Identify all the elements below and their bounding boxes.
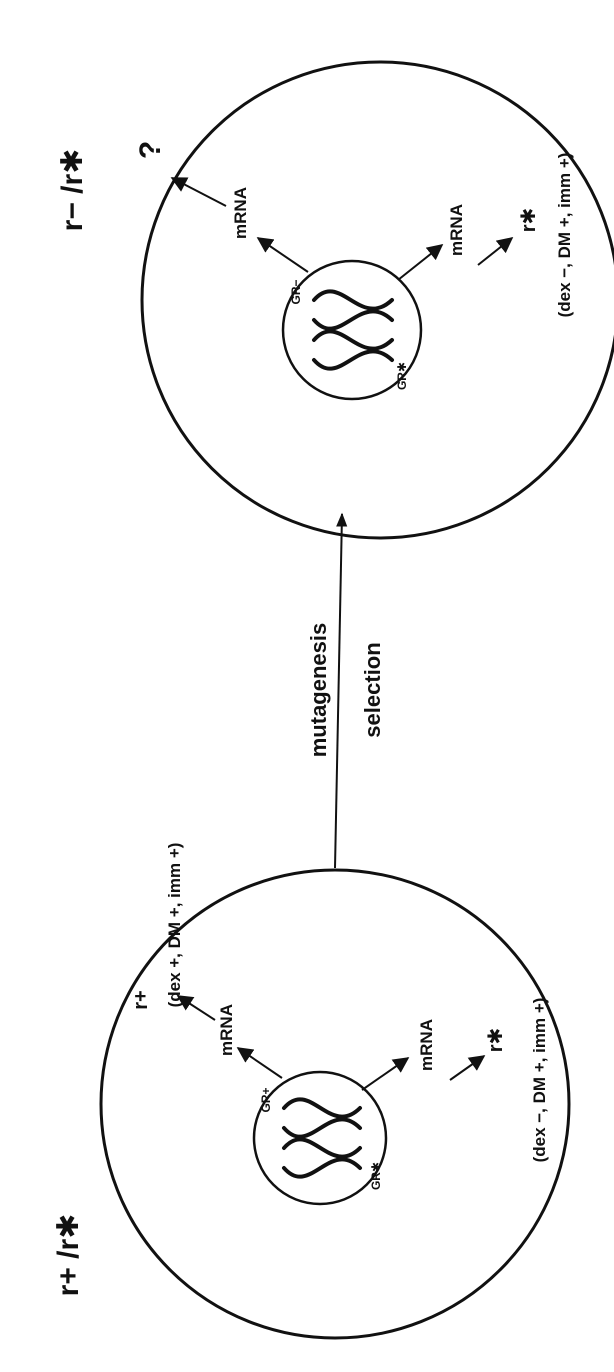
right-chromosome-pair-lower <box>314 331 392 368</box>
mutagenesis-selection-arrow <box>335 514 342 868</box>
right-phenotype-lower: (dex −, DM +, imm +) <box>555 153 574 318</box>
right-receptor-upper-label: GR− <box>289 279 303 304</box>
left-arrow-gene-to-mrna-upper <box>238 1048 282 1078</box>
right-mrna-upper-label: mRNA <box>231 187 250 239</box>
left-nucleus <box>254 1072 386 1204</box>
left-phenotype-lower: (dex −, DM +, imm +) <box>530 998 549 1163</box>
left-chromosome-pair-upper <box>284 1099 360 1136</box>
right-gene-lower-label: r✱ <box>518 208 540 233</box>
right-arrow-mrna-to-gene-lower <box>478 238 512 265</box>
selection-label: selection <box>360 642 385 737</box>
mutagenesis-label: mutagenesis <box>306 623 331 758</box>
right-receptor-lower-label: GR✱ <box>395 362 409 390</box>
left-mrna-lower-label: mRNA <box>417 1019 436 1071</box>
left-receptor-upper-label: GR+ <box>259 1087 273 1112</box>
right-arrow-gene-to-mrna-upper <box>258 238 308 272</box>
right-arrow-mrna-to-unknown <box>172 178 226 206</box>
right-mrna-lower-label: mRNA <box>447 204 466 256</box>
right-cell-membrane <box>142 62 614 538</box>
left-arrow-gene-to-mrna-lower <box>362 1058 408 1090</box>
left-cell-genotype: r+ /r✱ <box>52 1214 85 1297</box>
left-arrow-mrna-to-gene-lower <box>450 1056 484 1080</box>
left-receptor-lower-label: GR✱ <box>369 1162 383 1190</box>
right-cell-genotype: r− /r✱ <box>56 149 89 232</box>
left-chromosome-pair-lower <box>284 1139 360 1176</box>
left-gene-upper-label: r+ <box>130 990 152 1009</box>
right-unknown-product: ? <box>134 141 167 159</box>
right-chromosome-pair-upper <box>314 291 392 328</box>
left-mrna-upper-label: mRNA <box>217 1004 236 1056</box>
right-arrow-gene-to-mrna-lower <box>398 245 442 280</box>
left-gene-lower-label: r✱ <box>485 1028 507 1053</box>
left-phenotype-upper: (dex +, DM +, imm +) <box>165 843 184 1008</box>
